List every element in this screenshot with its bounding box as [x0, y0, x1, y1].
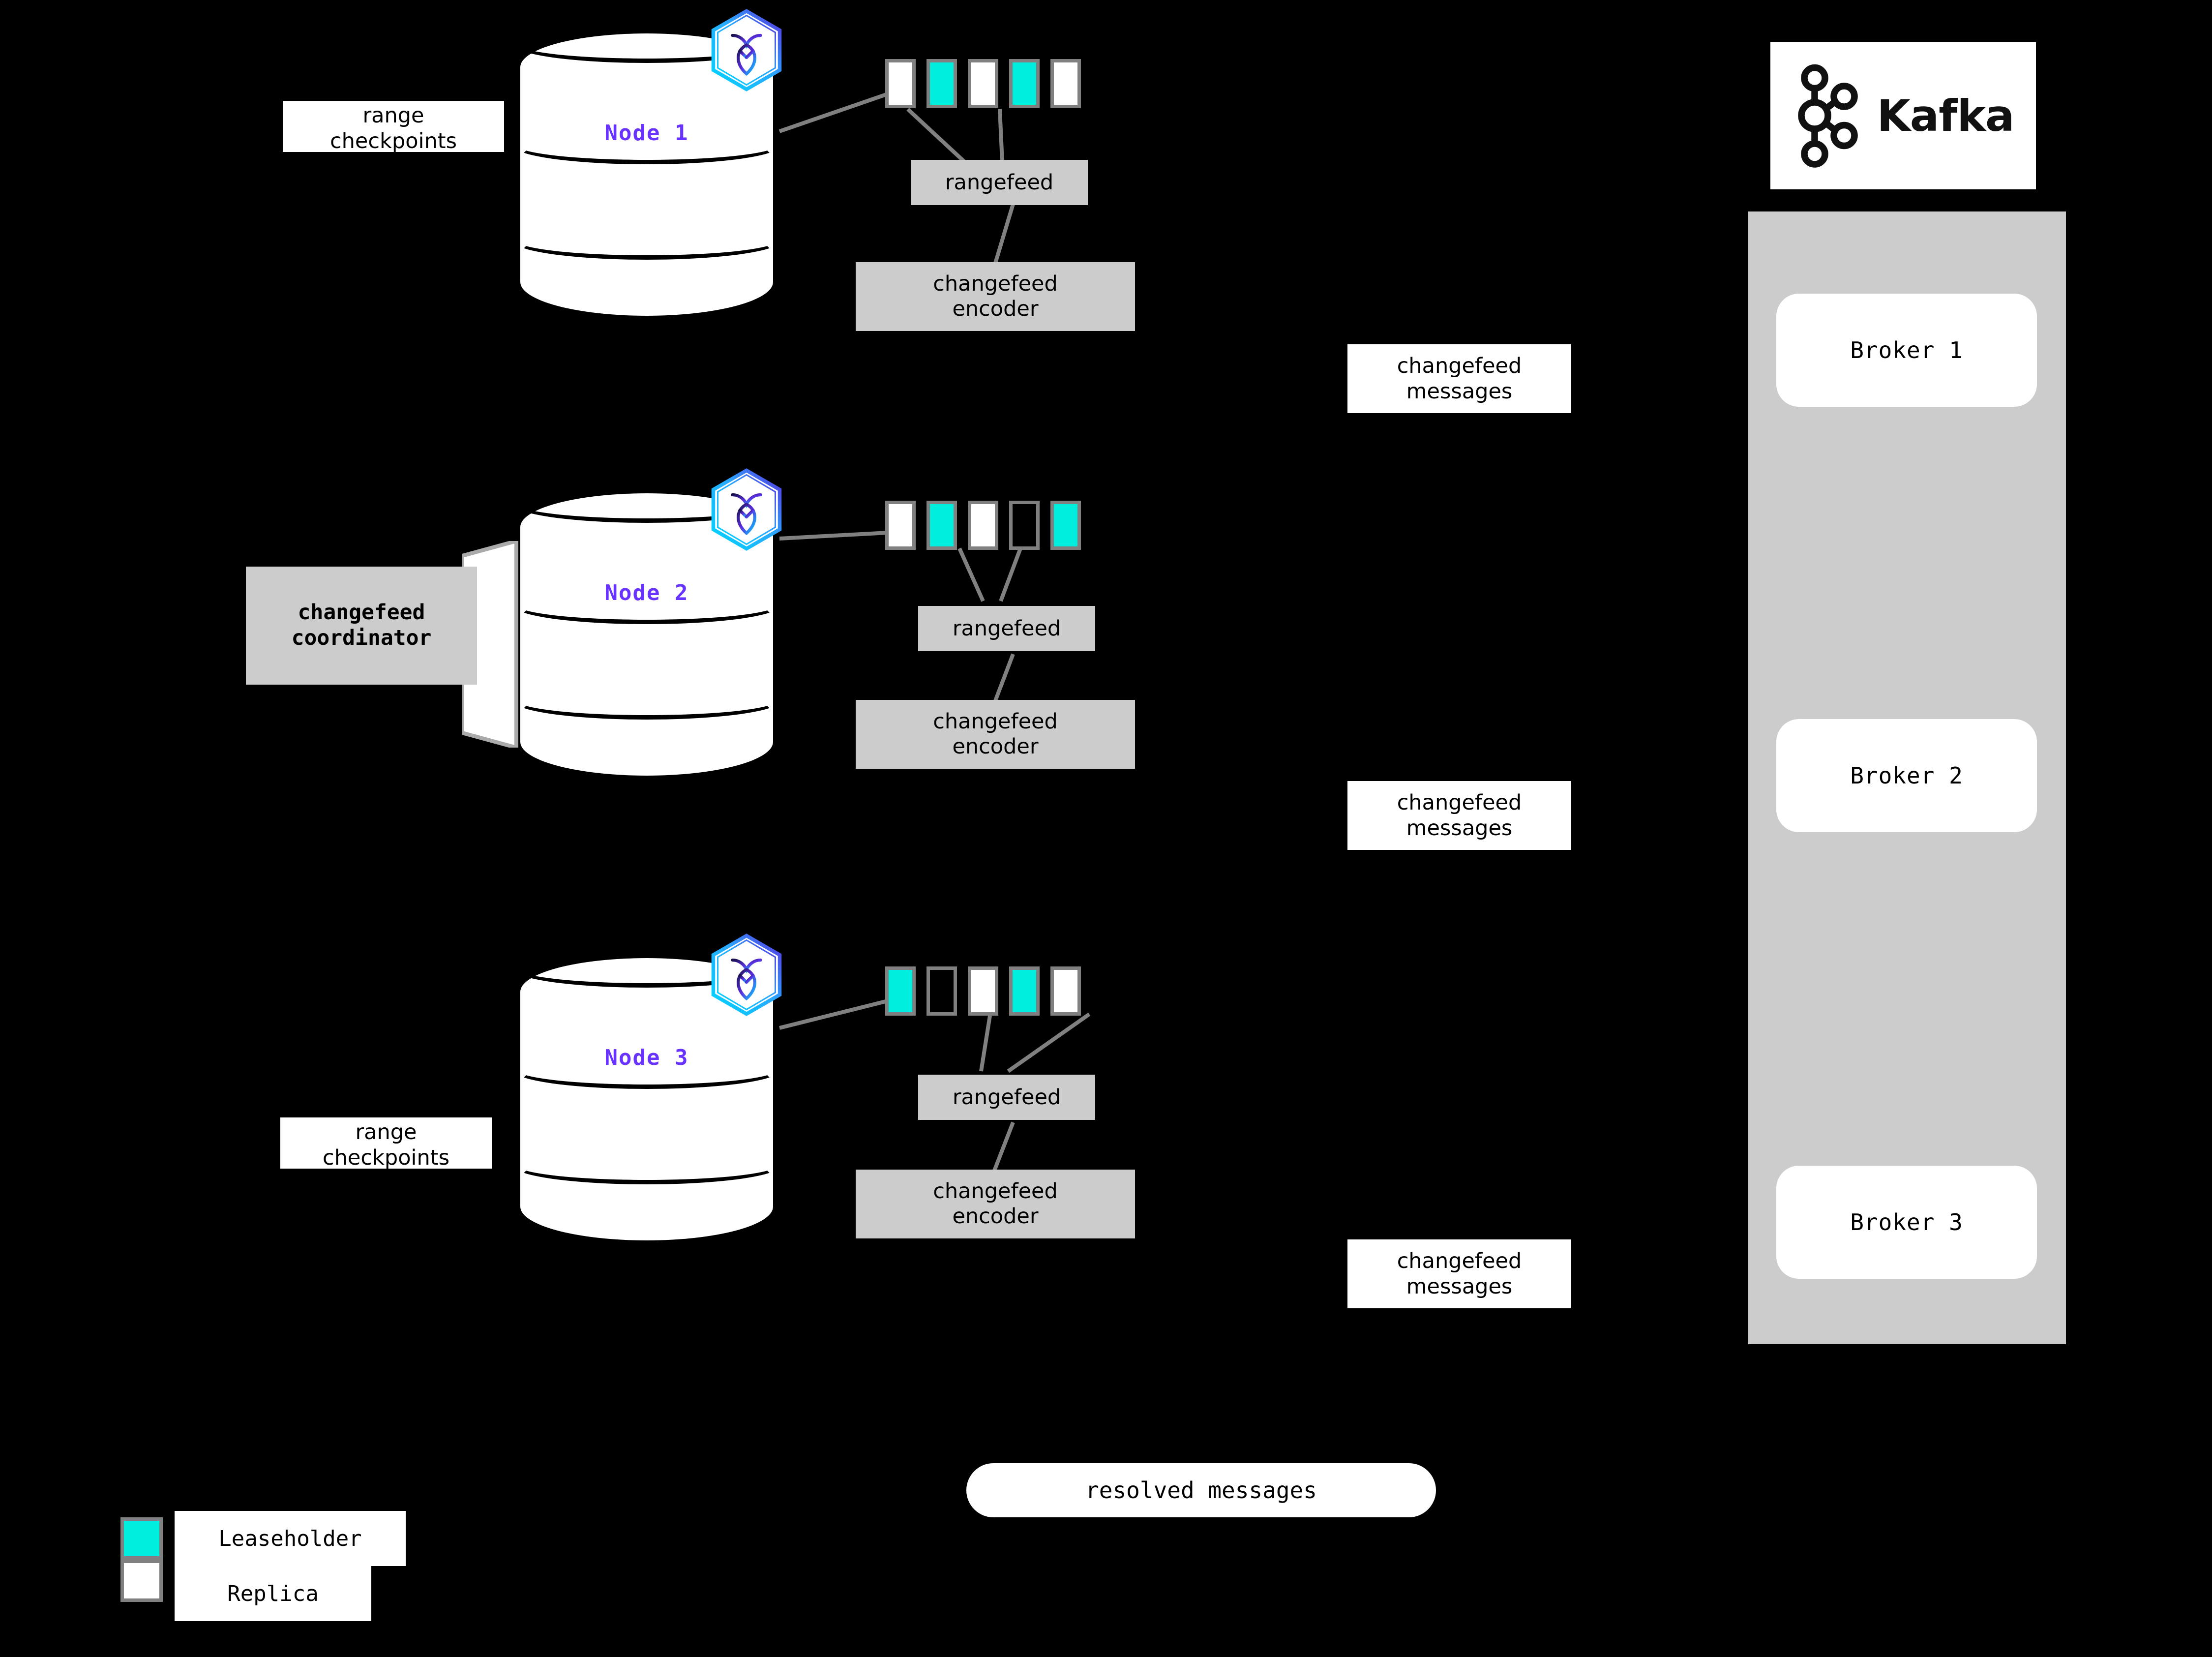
node-2-changefeed-encoder-box[interactable]: changefeed encoder [856, 700, 1135, 769]
encoder-line1: changefeed [933, 271, 1058, 297]
empty-range-box[interactable] [1009, 501, 1040, 550]
legend-label-leaseholder: Leaseholder [175, 1511, 406, 1566]
cylinder-disk-1 [512, 25, 781, 63]
legend-swatch-leaseholder [120, 1517, 163, 1560]
range-checkpoints-line1: range [362, 103, 424, 128]
node-2-rangefeed-box[interactable]: rangefeed [918, 606, 1095, 651]
resolved-messages-pill[interactable]: resolved messages [966, 1463, 1436, 1517]
legend-swatch-replica [120, 1560, 163, 1602]
empty-range-box[interactable] [927, 966, 957, 1016]
cylinder-disk-1 [512, 949, 781, 988]
leaseholder-box[interactable] [927, 501, 957, 550]
leaseholder-box[interactable] [927, 59, 957, 108]
leaseholder-box[interactable] [1009, 966, 1040, 1016]
node-1-rangefeed-box[interactable]: rangefeed [911, 160, 1088, 205]
node-1-changefeed-encoder-box[interactable]: changefeed encoder [856, 262, 1135, 331]
cylinder-disk-2 [512, 126, 781, 164]
broker-2[interactable]: Broker 2 [1776, 719, 2037, 832]
changefeed-coordinator-box[interactable]: changefeed coordinator [246, 567, 477, 685]
messages-line2: messages [1406, 379, 1513, 404]
node-3-rangefeed-box[interactable]: rangefeed [918, 1075, 1095, 1120]
replica-box[interactable] [968, 966, 998, 1016]
broker-1[interactable]: Broker 1 [1776, 294, 2037, 407]
replica-box[interactable] [968, 59, 998, 108]
kafka-wordmark: Kafka [1877, 90, 2015, 141]
node-3-replica-row [885, 966, 1081, 1016]
encoder-line2: encoder [952, 734, 1039, 759]
coordinator-line1: changefeed [298, 600, 425, 625]
broker-3[interactable]: Broker 3 [1776, 1166, 2037, 1279]
encoder-line2: encoder [952, 1204, 1039, 1229]
cylinder-disk-1 [512, 484, 781, 523]
node-3-changefeed-encoder-box[interactable]: changefeed encoder [856, 1170, 1135, 1238]
replica-box[interactable] [885, 59, 916, 108]
cockroachdb-hex-icon [710, 468, 783, 551]
cylinder-disk-3 [512, 221, 781, 260]
encoder-line2: encoder [952, 297, 1039, 321]
encoder-line1: changefeed [933, 709, 1058, 734]
node-1-range-checkpoints-label: range checkpoints [283, 101, 504, 152]
kafka-logo: Kafka [1770, 42, 2036, 189]
replica-box[interactable] [968, 501, 998, 550]
kafka-logo-icon [1797, 64, 1858, 168]
cylinder-disk-2 [512, 586, 781, 624]
node-2-changefeed-messages-label: changefeed messages [1347, 781, 1571, 850]
leaseholder-box[interactable] [1009, 59, 1040, 108]
cockroachdb-hex-icon [710, 9, 783, 91]
node-3-label: Node 3 [604, 1045, 689, 1070]
node-2-replica-row [885, 501, 1081, 550]
node-1-label: Node 1 [604, 121, 689, 146]
legend-label-replica: Replica [175, 1566, 371, 1621]
coordinator-line2: coordinator [291, 626, 432, 650]
node-1-replica-row [885, 59, 1081, 108]
leaseholder-box[interactable] [885, 966, 916, 1016]
replica-box[interactable] [1050, 59, 1081, 108]
cylinder-disk-3 [512, 681, 781, 720]
messages-line1: changefeed [1397, 353, 1522, 378]
messages-line2: messages [1406, 1274, 1513, 1299]
messages-line1: changefeed [1397, 1248, 1522, 1273]
cylinder-disk-2 [512, 1051, 781, 1089]
range-checkpoints-line1: range [355, 1120, 417, 1145]
node-3-changefeed-messages-label: changefeed messages [1347, 1239, 1571, 1308]
encoder-line1: changefeed [933, 1179, 1058, 1204]
leaseholder-box[interactable] [1050, 501, 1081, 550]
range-checkpoints-line2: checkpoints [330, 129, 457, 152]
messages-line2: messages [1406, 816, 1513, 841]
node-2-label: Node 2 [604, 580, 689, 605]
node-3-range-checkpoints-label: range checkpoints [280, 1117, 492, 1169]
range-checkpoints-line2: checkpoints [323, 1145, 449, 1169]
messages-line1: changefeed [1397, 790, 1522, 815]
replica-box[interactable] [885, 501, 916, 550]
replica-box[interactable] [1050, 966, 1081, 1016]
cylinder-disk-3 [512, 1146, 781, 1184]
node-1-changefeed-messages-label: changefeed messages [1347, 344, 1571, 413]
cockroachdb-hex-icon [710, 934, 783, 1016]
